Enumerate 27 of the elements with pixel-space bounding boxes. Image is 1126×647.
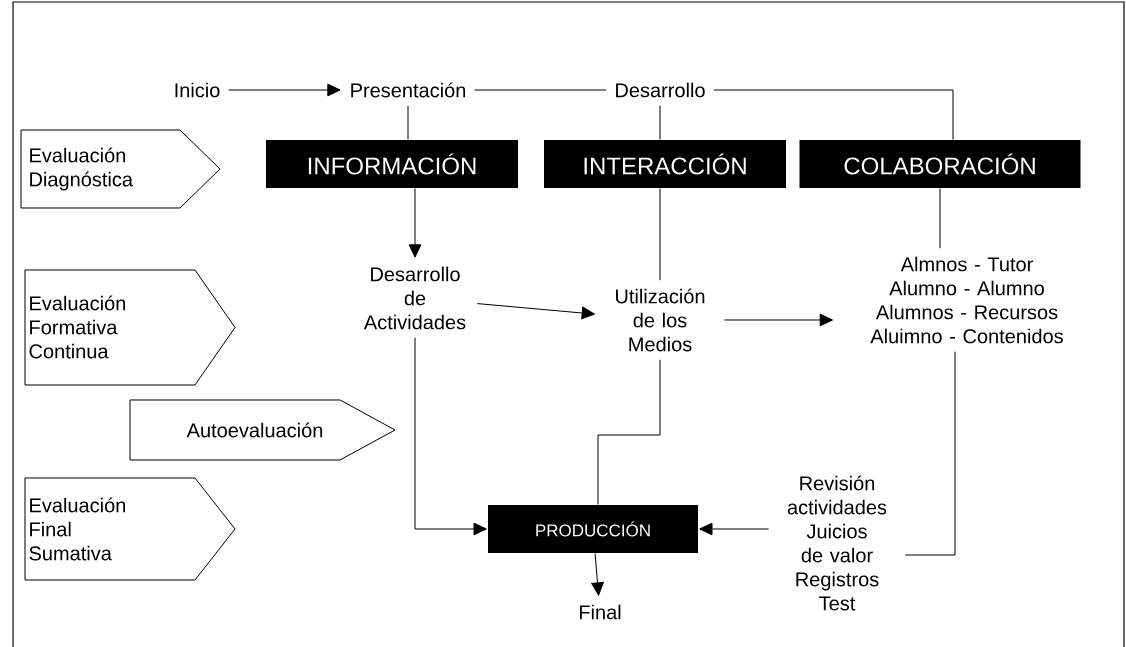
arrow xyxy=(699,522,770,536)
connector-line xyxy=(474,89,607,91)
arrow xyxy=(414,337,487,536)
step-label: Utilización de los Medios xyxy=(615,288,705,352)
step-label: Final xyxy=(580,604,621,620)
arrow xyxy=(723,313,833,327)
connector-line xyxy=(659,188,661,281)
connector-line xyxy=(407,105,409,140)
step-label: Desarrollo xyxy=(616,82,705,98)
connector-line xyxy=(939,188,941,249)
heading-box: PRODUCCIÓN xyxy=(488,505,698,553)
step-label: Presentación xyxy=(351,82,466,98)
text-list: Almnos - Tutor Alumno - Alumno Alumnos - Recursos Aluimno - Contenidos xyxy=(870,256,1063,344)
arrow xyxy=(591,553,604,596)
step-label: Inicio xyxy=(175,82,220,98)
heading-box: INFORMACIÓN xyxy=(266,140,518,188)
connector-line xyxy=(597,359,661,505)
connector-line xyxy=(659,105,661,140)
arrow xyxy=(476,303,595,320)
text-list: Revisión actividades Juicios de valor Registros Test xyxy=(787,475,887,611)
arrow xyxy=(228,83,341,97)
heading-box: COLABORACIÓN xyxy=(799,140,1081,188)
connector-line xyxy=(713,89,954,140)
connector-line xyxy=(904,351,956,556)
heading-box: INTERACCIÓN xyxy=(544,140,786,188)
step-label: Desarrollo de Actividades xyxy=(363,266,466,330)
arrow xyxy=(408,188,422,258)
